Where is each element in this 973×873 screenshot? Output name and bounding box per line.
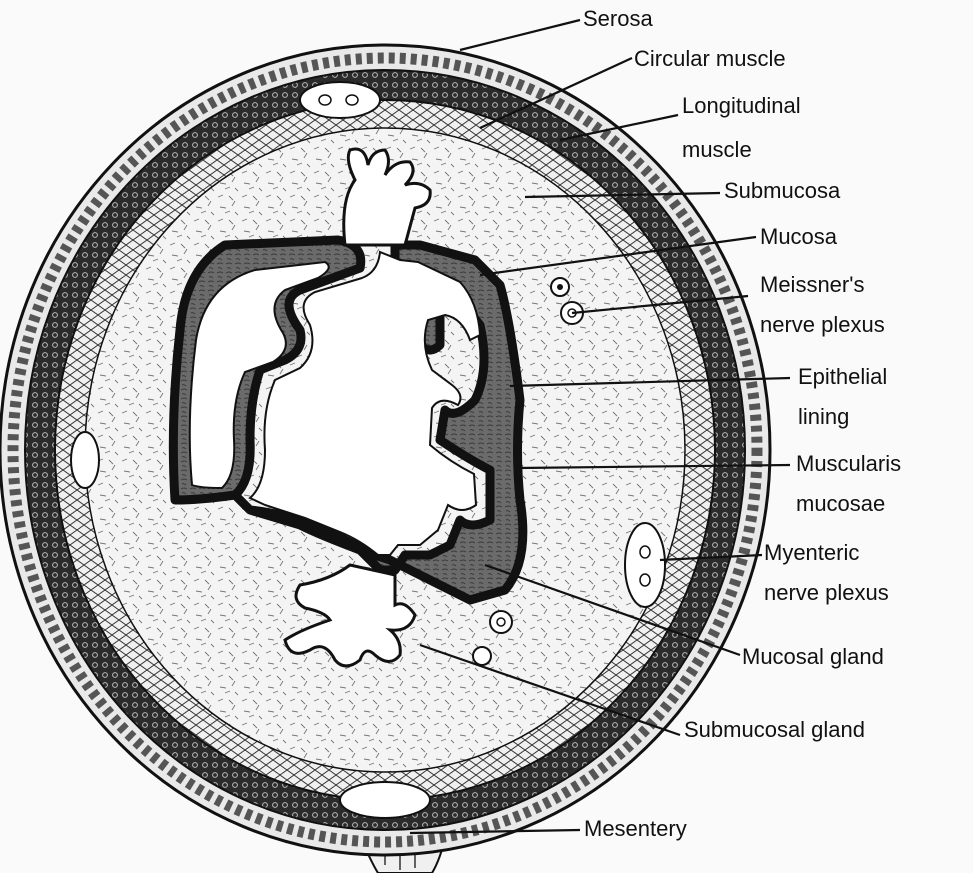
label-meissners-plexus-line1: Meissner's: [760, 270, 864, 300]
myenteric-plexus-bottom: [340, 782, 430, 818]
label-submucosal-gland: Submucosal gland: [684, 715, 865, 745]
label-mesentery: Mesentery: [584, 814, 687, 844]
label-muscularis-mucosae-line2: mucosae: [796, 489, 885, 519]
label-myenteric-plexus-line1: Myenteric: [764, 538, 859, 568]
label-serosa: Serosa: [583, 4, 653, 34]
meissner-plexus-4: [473, 647, 491, 665]
label-meissners-plexus-line2: nerve plexus: [760, 310, 885, 340]
myenteric-plexus-left: [71, 432, 99, 488]
label-submucosa: Submucosa: [724, 176, 840, 206]
meissner-plexus-3: [490, 611, 512, 633]
label-muscularis-mucosae-line1: Muscularis: [796, 449, 901, 479]
label-myenteric-plexus-line2: nerve plexus: [764, 578, 889, 608]
label-mucosal-gland: Mucosal gland: [742, 642, 884, 672]
label-epithelial-lining-line2: lining: [798, 402, 849, 432]
myenteric-plexus-right: [625, 523, 665, 607]
label-longitudinal-muscle-line2: muscle: [682, 135, 752, 165]
label-mucosa: Mucosa: [760, 222, 837, 252]
label-epithelial-lining-line1: Epithelial: [798, 362, 887, 392]
label-circular-muscle: Circular muscle: [634, 44, 786, 74]
label-longitudinal-muscle-line1: Longitudinal: [682, 91, 801, 121]
myenteric-plexus-top: [300, 82, 380, 118]
